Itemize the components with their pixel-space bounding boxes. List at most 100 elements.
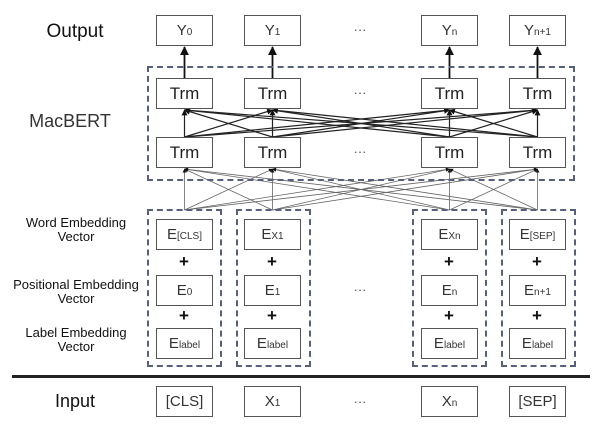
plus-sign: + <box>532 306 542 325</box>
label-main: E <box>168 335 179 352</box>
pos-sub: 1 <box>274 287 281 298</box>
ellipsis-trm-bottom: ··· <box>353 144 367 159</box>
trm-bottom-n: Trm <box>421 137 478 168</box>
input-sub: n <box>451 398 458 409</box>
label-sub: label <box>178 340 201 351</box>
output-sub: n+1 <box>534 27 551 38</box>
embedding-to-trm-edge <box>184 167 538 211</box>
positional-embedding-label-line1: Positional Embedding <box>13 277 139 292</box>
trm-to-trm-edge <box>183 107 450 138</box>
trm-to-trm-edge <box>183 108 273 138</box>
word-main: E <box>261 226 272 243</box>
word-sub: [CLS] <box>177 231 203 242</box>
word-sub: X1 <box>271 231 284 242</box>
trm-to-trm-edge <box>448 108 538 138</box>
input-main: [SEP] <box>518 393 557 410</box>
plus-sign: + <box>179 252 189 271</box>
positional-embedding-label-line2: Vector <box>57 291 95 307</box>
output-sub: 0 <box>186 27 193 38</box>
label-main: E <box>256 335 267 352</box>
input-main: X <box>264 393 275 410</box>
embedding-to-trm-edge <box>272 167 538 211</box>
word-embedding-box-n1: E[SEP] <box>509 219 566 250</box>
pos-sub: n <box>451 287 458 298</box>
label-embedding-label-line1: Label Embedding <box>25 325 127 340</box>
word-embedding-label-line1: Word Embedding <box>25 215 127 230</box>
input-row-label: Input <box>54 391 96 411</box>
embedding-group-n <box>412 209 487 367</box>
label-main: E <box>521 335 532 352</box>
plus-sign: + <box>444 252 454 271</box>
trm-to-trm-edge <box>183 107 538 138</box>
plus-sign: + <box>267 306 277 325</box>
trm-top-n1: Trm <box>509 78 566 109</box>
output-sub: 1 <box>274 27 281 38</box>
embedding-group-1 <box>236 209 311 367</box>
input-main: X <box>441 393 452 410</box>
trm-top-0: Trm <box>156 78 213 109</box>
positional-embedding-label: Positional Embedding Vector <box>4 277 148 307</box>
pos-sub: n+1 <box>534 287 551 298</box>
plus-sign: + <box>444 306 454 325</box>
ellipsis-embedding: ··· <box>353 282 367 297</box>
trm-bottom-n1: Trm <box>509 137 566 168</box>
word-embedding-label-line2: Vector <box>57 229 95 245</box>
output-sub: n <box>451 27 458 38</box>
macbert-label: MacBERT <box>29 111 111 131</box>
plus-sign: + <box>179 306 189 325</box>
output-main: Y <box>264 22 275 39</box>
word-sub: [SEP] <box>529 231 556 242</box>
ellipsis-output: ··· <box>353 22 367 37</box>
label-sub: label <box>443 340 466 351</box>
embedding-to-trm-edge <box>184 168 273 211</box>
embedding-group-n1 <box>501 209 576 367</box>
pos-main: E <box>524 282 535 299</box>
trm-bottom-1: Trm <box>244 137 301 168</box>
word-main: E <box>519 226 530 243</box>
label-sub: label <box>266 340 289 351</box>
word-sub: Xn <box>448 231 461 242</box>
input-main: [CLS] <box>165 393 204 410</box>
ellipsis-input: ··· <box>353 394 367 409</box>
trm-top-1: Trm <box>244 78 301 109</box>
output-main: Y <box>176 22 187 39</box>
plus-sign: + <box>532 252 542 271</box>
pos-main: E <box>264 282 275 299</box>
label-main: E <box>433 335 444 352</box>
label-sub: label <box>531 340 554 351</box>
embedding-group-0 <box>147 209 222 367</box>
pos-sub: 0 <box>186 287 193 298</box>
input-box-0: [CLS] <box>156 386 213 417</box>
pos-main: E <box>441 282 452 299</box>
output-main: Y <box>441 22 452 39</box>
trm-top-n: Trm <box>421 78 478 109</box>
macbert-container <box>147 66 575 181</box>
embedding-to-trm-edge <box>449 168 538 211</box>
ellipsis-trm-top: ··· <box>353 85 367 100</box>
word-embedding-box-0: E[CLS] <box>156 219 213 250</box>
input-box-n1: [SEP] <box>509 386 566 417</box>
input-separator-line <box>12 375 590 378</box>
word-main: E <box>166 226 177 243</box>
embedding-to-trm-edge <box>184 167 450 211</box>
input-sub: 1 <box>274 398 281 409</box>
word-main: E <box>438 226 449 243</box>
trm-bottom-0: Trm <box>156 137 213 168</box>
word-embedding-label: Word Embedding Vector <box>8 215 144 245</box>
trm-to-trm-edge <box>271 107 538 138</box>
